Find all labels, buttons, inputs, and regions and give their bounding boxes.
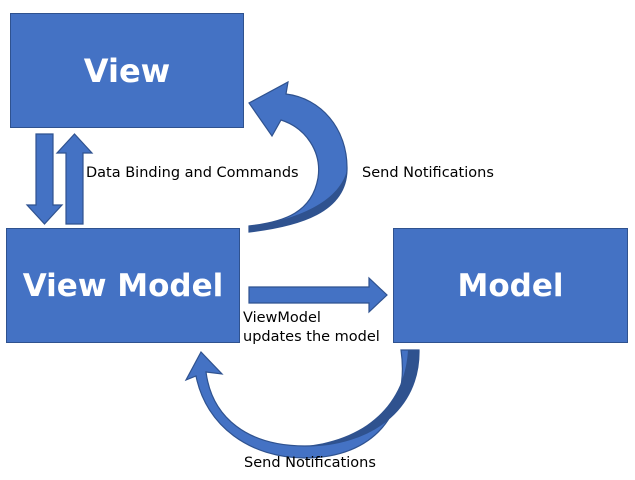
viewmodel-updates-line1: ViewModel: [243, 310, 321, 326]
send-notifications-top-label: Send Notifications: [362, 165, 494, 181]
view-model-box: View Model: [6, 228, 240, 343]
viewmodel-updates-line2: updates the model: [243, 328, 380, 345]
up-arrow: [55, 133, 94, 225]
viewmodel-updates-label: ViewModel updates the model: [243, 309, 380, 347]
curved-arrow-to-viewmodel: [184, 349, 420, 459]
send-notifications-bottom-label: Send Notifications: [244, 455, 376, 471]
view-model-box-label: View Model: [22, 267, 224, 304]
curved-arrow-to-viewmodel-shade: [305, 350, 420, 446]
curved-arrow-to-view: [248, 80, 348, 233]
down-arrow: [25, 133, 64, 225]
curved-arrow-to-view-shade: [249, 170, 347, 232]
model-box: Model: [393, 228, 628, 343]
view-box-label: View: [83, 51, 171, 90]
data-binding-label: Data Binding and Commands: [86, 165, 299, 181]
view-box: View: [10, 13, 244, 128]
right-arrow: [248, 276, 388, 314]
model-box-label: Model: [457, 267, 564, 304]
